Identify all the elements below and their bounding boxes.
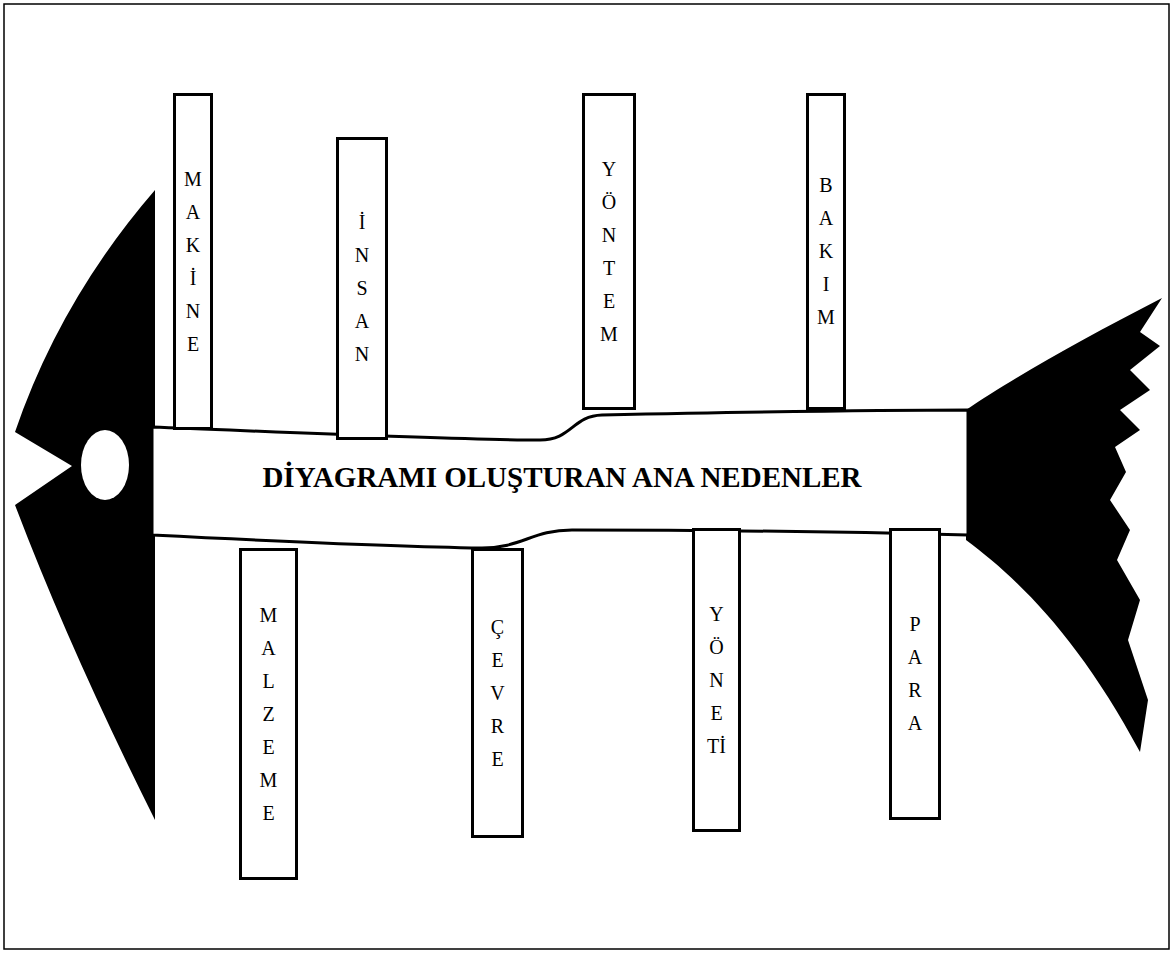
spine-band: DİYAGRAMI OLUŞTURAN ANA NEDENLER bbox=[152, 400, 972, 555]
band-outline-path bbox=[152, 410, 968, 548]
cause-label: YÖNETİ bbox=[707, 598, 727, 763]
cause-label: BAKIM bbox=[816, 169, 836, 334]
cause-label: MAKİNE bbox=[183, 163, 203, 361]
cause-label: İNSAN bbox=[352, 206, 372, 371]
cause-box: İNSAN bbox=[336, 137, 388, 440]
cause-label: MALZEME bbox=[259, 599, 279, 830]
cause-label: PARA bbox=[905, 608, 925, 740]
cause-box: BAKIM bbox=[806, 93, 846, 410]
cause-box: YÖNETİ bbox=[692, 528, 741, 832]
cause-box: ÇEVRE bbox=[471, 548, 524, 838]
cause-box: MALZEME bbox=[239, 548, 298, 880]
cause-box: YÖNTEM bbox=[582, 93, 636, 410]
spine-label: DİYAGRAMI OLUŞTURAN ANA NEDENLER bbox=[262, 461, 861, 494]
cause-box: MAKİNE bbox=[173, 93, 213, 430]
cause-label: ÇEVRE bbox=[488, 611, 508, 776]
fish-head bbox=[15, 190, 155, 820]
cause-box: PARA bbox=[889, 528, 941, 820]
page-frame bbox=[4, 4, 1169, 949]
cause-label: YÖNTEM bbox=[599, 153, 619, 351]
fish-tail bbox=[966, 298, 1162, 752]
fish-eye bbox=[81, 430, 129, 500]
